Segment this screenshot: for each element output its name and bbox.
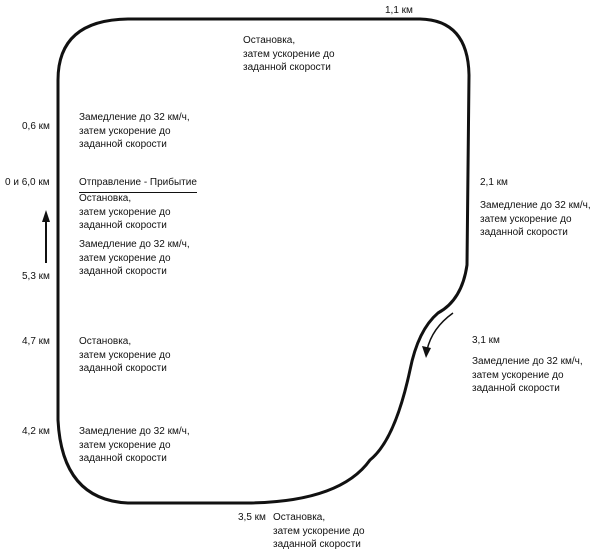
marker-1-1: 1,1 км [385,5,413,16]
note-line: заданной скорости [472,383,560,394]
note-line: Остановка, [243,35,296,46]
marker-0-6: 0,6 км [22,121,50,132]
stop-note-1-1: Остановка, затем ускорение до заданной с… [243,34,335,75]
marker-4-7: 4,7 км [22,336,50,347]
marker-0-6-0: 0 и 6,0 км [5,177,50,188]
slowdown-note-5-3: Замедление до 32 км/ч, затем ускорение д… [79,238,190,279]
note-line: затем ускорение до [79,125,171,137]
slowdown-note-2-1: Замедление до 32 км/ч, затем ускорение д… [480,199,591,240]
slowdown-note-3-1: Замедление до 32 км/ч, затем ускорение д… [472,355,583,396]
slowdown-note-4-2: Замедление до 32 км/ч, затем ускорение д… [79,425,190,466]
note-line: Остановка, [273,512,326,523]
note-line: заданной скорости [79,139,167,150]
stop-note-start: Остановка, затем ускорение до заданной с… [79,192,171,233]
note-line: затем ускорение до [79,252,171,264]
note-line: Замедление до 32 км/ч, [79,239,190,250]
marker-5-3: 5,3 км [22,271,50,282]
direction-arrow-right [426,312,454,351]
note-line: заданной скорости [273,539,361,550]
note-line: заданной скорости [243,62,331,73]
note-line: затем ускорение до [472,369,564,381]
note-line: затем ускорение до [273,525,365,537]
marker-3-1: 3,1 км [472,335,500,346]
marker-3-5: 3,5 км [238,512,266,523]
note-line: Замедление до 32 км/ч, [79,112,190,123]
arrowhead-right [422,346,431,358]
stop-note-3-5: Остановка, затем ускорение до заданной с… [273,511,365,552]
note-line: затем ускорение до [79,349,171,361]
note-line: Замедление до 32 км/ч, [480,200,591,211]
note-line: заданной скорости [480,227,568,238]
note-line: Остановка, [79,193,132,204]
note-line: затем ускорение до [79,439,171,451]
marker-4-2: 4,2 км [22,426,50,437]
note-line: заданной скорости [79,453,167,464]
note-line: Замедление до 32 км/ч, [79,426,190,437]
note-line: Замедление до 32 км/ч, [472,356,583,367]
note-line: затем ускорение до [243,48,335,60]
marker-2-1: 2,1 км [480,177,508,188]
note-line: затем ускорение до [480,213,572,225]
note-line: затем ускорение до [79,206,171,218]
stop-note-4-7: Остановка, затем ускорение до заданной с… [79,335,171,376]
note-line: заданной скорости [79,266,167,277]
note-line: заданной скорости [79,363,167,374]
route-track [56,17,471,505]
start-finish-label: Отправление - Прибытие [79,176,197,193]
slowdown-note-0-6: Замедление до 32 км/ч, затем ускорение д… [79,111,190,152]
note-line: заданной скорости [79,220,167,231]
note-line: Остановка, [79,336,132,347]
arrowhead-left [42,210,50,222]
